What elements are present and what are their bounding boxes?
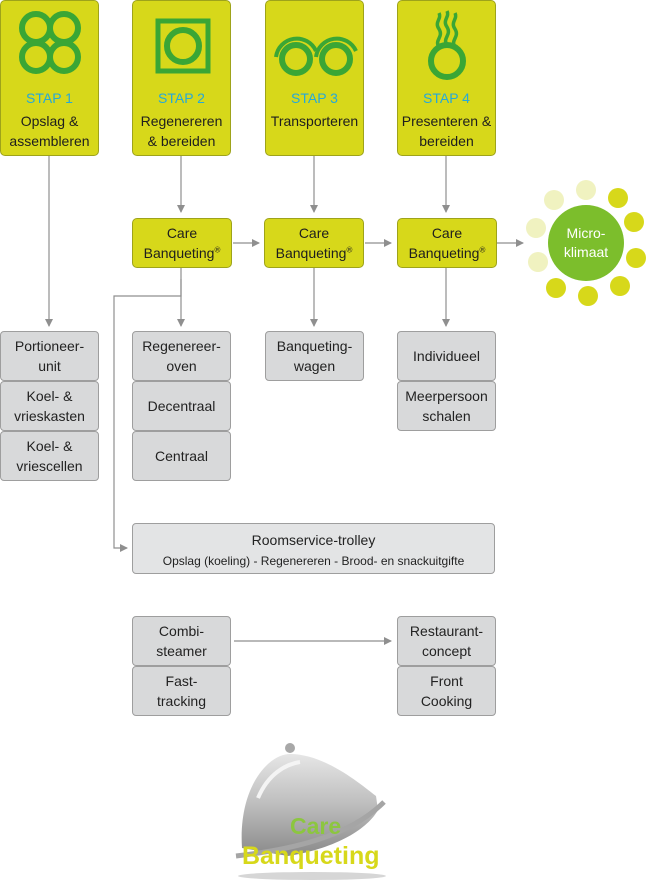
step-number: STAP 2 <box>158 90 205 106</box>
decentraal-box: Decentraal <box>132 381 231 431</box>
care-line2: Banqueting <box>275 245 347 261</box>
regenereer-oven-box: Regenereer- oven <box>132 331 231 381</box>
care-banqueting-box-3: Care Banqueting® <box>397 218 497 268</box>
portioneer-unit-box: Portioneer- unit <box>0 331 99 381</box>
restaurant-concept-box: Restaurant- concept <box>397 616 496 666</box>
arrow-care-roomservice <box>113 279 182 552</box>
koel-vrieskasten-box: Koel- & vrieskasten <box>0 381 99 431</box>
care-banqueting-box-2: Care Banqueting® <box>264 218 364 268</box>
step-1-box: STAP 1 Opslag & assembleren <box>0 0 99 156</box>
step-2-box: STAP 2 Regenereren & bereiden <box>132 0 231 156</box>
roomservice-trolley-box: Roomservice-trolley Opslag (koeling) - R… <box>132 523 495 574</box>
koel-vriescellen-box: Koel- & vriescellen <box>0 431 99 481</box>
cloche-icon <box>235 743 386 880</box>
fast-tracking-box: Fast- tracking <box>132 666 231 716</box>
step-label: Regenereren & bereiden <box>140 113 223 149</box>
micro-klimaat-circle: Micro- klimaat <box>548 205 624 281</box>
steaming-dish-icon <box>398 7 495 81</box>
micro-dot-ring <box>526 180 646 306</box>
meerpersoon-schalen-box: Meerpersoon schalen <box>397 381 496 431</box>
care-line2: Banqueting <box>143 245 215 261</box>
combi-steamer-box: Combi- steamer <box>132 616 231 666</box>
banqueting-wagen-box: Banqueting- wagen <box>265 331 364 381</box>
care-banqueting-box-1: Care Banqueting® <box>132 218 232 268</box>
step-number: STAP 3 <box>291 90 338 106</box>
care-banqueting-logo: Care Banqueting <box>235 743 386 880</box>
registered-mark: ® <box>479 245 486 255</box>
four-rings-icon <box>1 7 98 81</box>
care-line1: Care <box>166 225 198 241</box>
front-cooking-box: Front Cooking <box>397 666 496 716</box>
individueel-box: Individueel <box>397 331 496 381</box>
square-circle-icon <box>133 7 230 81</box>
care-line2: Banqueting <box>408 245 480 261</box>
centraal-box: Centraal <box>132 431 231 481</box>
registered-mark: ® <box>214 245 221 255</box>
step-label: Presenteren & bereiden <box>401 113 492 149</box>
step-number: STAP 4 <box>423 90 470 106</box>
registered-mark: ® <box>346 245 353 255</box>
dot-ring-icon <box>526 180 646 306</box>
step-4-box: STAP 4 Presenteren & bereiden <box>397 0 496 156</box>
roomservice-subtitle: Opslag (koeling) - Regenereren - Brood- … <box>162 554 465 568</box>
logo-word-banqueting: Banqueting <box>242 842 380 870</box>
care-line1: Care <box>431 225 463 241</box>
step-label: Opslag & assembleren <box>9 113 90 149</box>
step-3-box: STAP 3 Transporteren <box>265 0 364 156</box>
care-line1: Care <box>298 225 330 241</box>
step-number: STAP 1 <box>26 90 73 106</box>
roomservice-title: Roomservice-trolley <box>251 532 376 548</box>
two-wheels-icon <box>266 7 363 81</box>
step-label: Transporteren <box>270 113 359 129</box>
logo-word-care: Care <box>290 813 341 839</box>
